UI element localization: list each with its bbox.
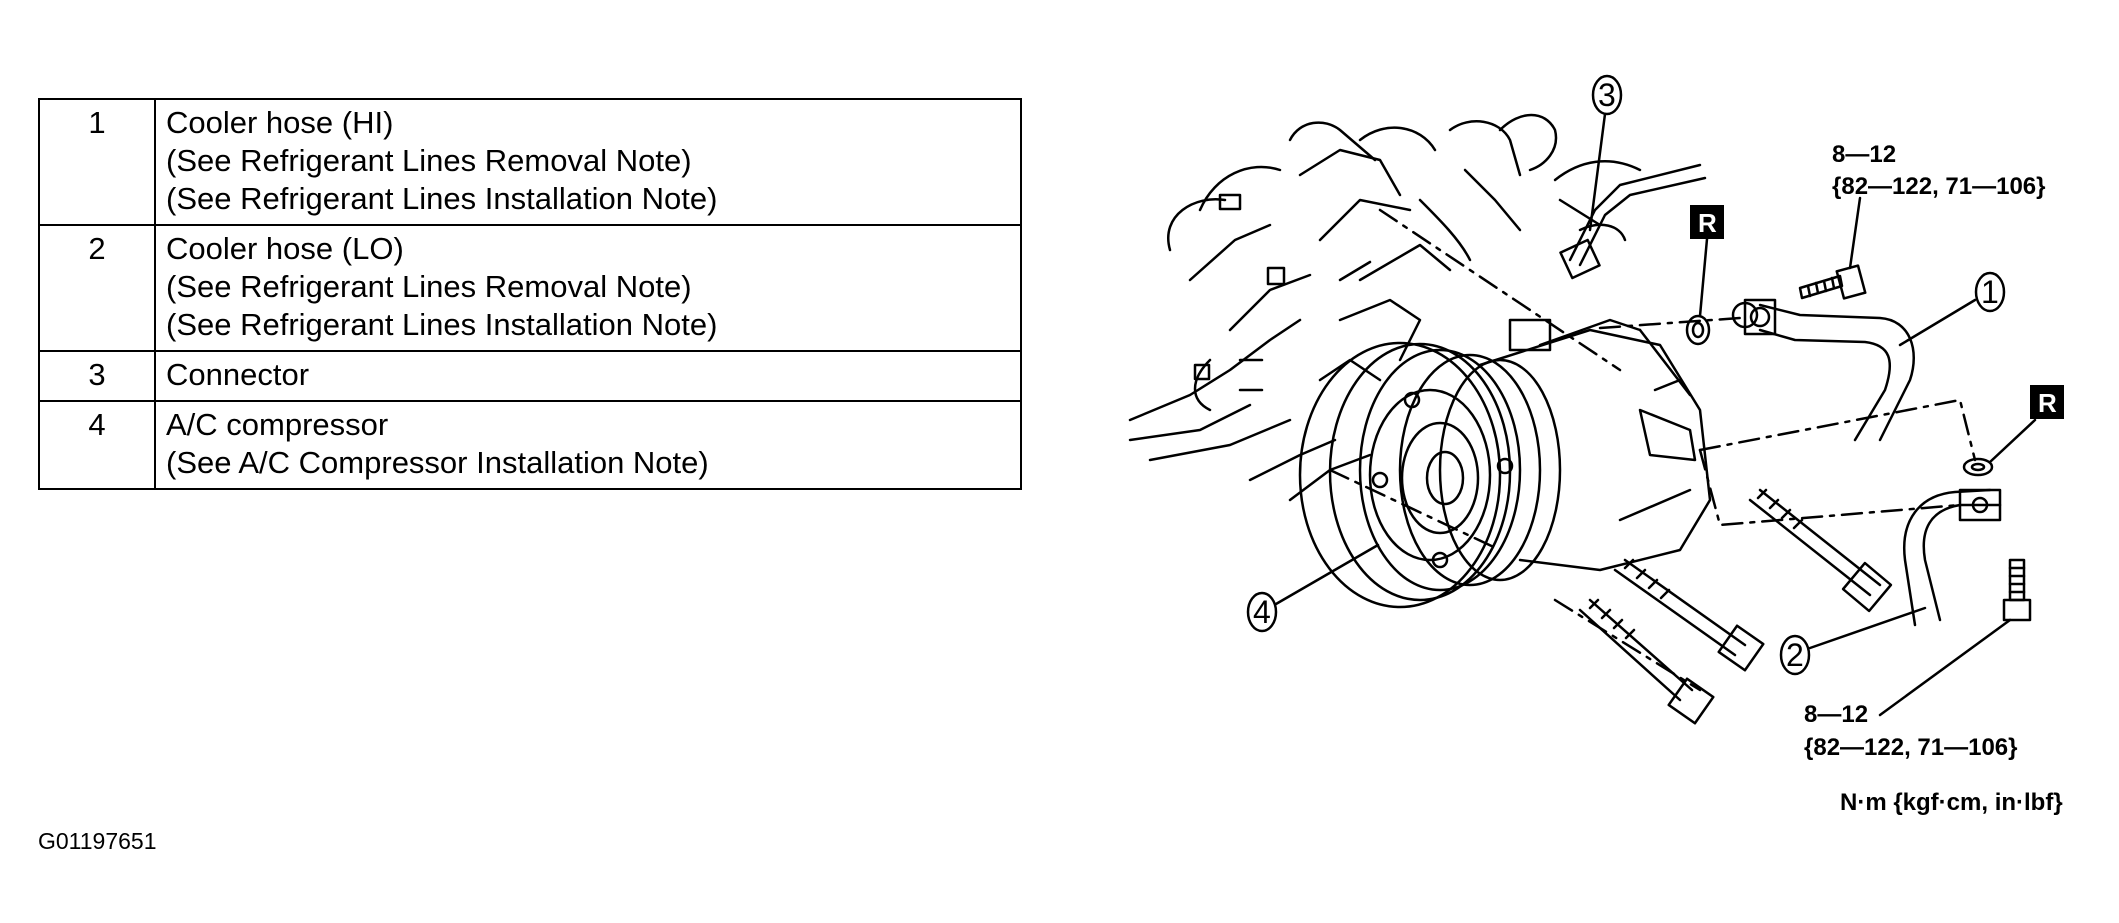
badge-label: R [1698, 208, 1717, 238]
cooler-hose-lo [1698, 398, 2002, 627]
part-description: Connector [154, 350, 1022, 402]
callout-1: 1 [1898, 271, 2006, 347]
o-ring [1962, 457, 1994, 477]
bolt [1613, 558, 1765, 672]
badge-label: R [2038, 388, 2057, 418]
part-name: Cooler hose (HI) [166, 105, 394, 140]
callout-3: 3 [1588, 74, 1623, 232]
part-note: (See Refrigerant Lines Installation Note… [166, 181, 718, 216]
torque-value: 8—12 [1832, 141, 1896, 168]
cooler-hose-hi [1598, 298, 1915, 442]
part-number: 3 [38, 350, 156, 402]
part-name: Connector [166, 357, 310, 392]
replace-badge: R [1690, 205, 1724, 318]
torque-range: {82—122, 71—106} [1832, 173, 2046, 200]
torque-value: 8—12 [1804, 701, 1868, 728]
part-description: A/C compressor (See A/C Compressor Insta… [154, 400, 1022, 490]
connector-part [1559, 163, 1707, 280]
part-name: A/C compressor [166, 407, 389, 442]
parts-table: 1 Cooler hose (HI) (See Refrigerant Line… [38, 98, 1022, 490]
compressor-pulley [1298, 341, 1562, 609]
o-ring [1685, 314, 1711, 346]
bolt [1748, 488, 1893, 613]
part-name: Cooler hose (LO) [166, 231, 404, 266]
engine-block-drawing [1128, 113, 1642, 502]
callout-label: 3 [1598, 77, 1616, 113]
part-note: (See A/C Compressor Installation Note) [166, 445, 709, 480]
part-number: 4 [38, 400, 156, 490]
alignment-line [1378, 208, 1622, 372]
bolt [1578, 598, 1715, 725]
table-row: 2 Cooler hose (LO) (See Refrigerant Line… [38, 224, 1022, 352]
bolt [1798, 264, 1867, 300]
callout-label: 1 [1981, 274, 1999, 310]
part-note: (See Refrigerant Lines Removal Note) [166, 143, 692, 178]
replace-badge: R [1988, 385, 2064, 464]
part-note: (See Refrigerant Lines Removal Note) [166, 269, 692, 304]
bolt [2002, 558, 2032, 622]
alignment-line [1553, 598, 1702, 692]
alignment-line [1328, 468, 1502, 552]
figure-id: G01197651 [38, 828, 157, 854]
callout-label: 4 [1253, 594, 1271, 630]
part-number: 1 [38, 98, 156, 226]
callout-2: 2 [1779, 606, 1927, 676]
part-description: Cooler hose (HI) (See Refrigerant Lines … [154, 98, 1022, 226]
callout-4: 4 [1246, 543, 1380, 633]
table-row: 3 Connector [38, 350, 1022, 402]
torque-units-legend: N·m {kgf·cm, in·lbf} [1840, 789, 2063, 816]
compressor-body [1478, 318, 1712, 572]
torque-spec-top: 8—12 {82—122, 71—106} [1832, 141, 2046, 270]
table-row: 4 A/C compressor (See A/C Compressor Ins… [38, 400, 1022, 490]
part-note: (See Refrigerant Lines Installation Note… [166, 307, 718, 342]
part-description: Cooler hose (LO) (See Refrigerant Lines … [154, 224, 1022, 352]
torque-range: {82—122, 71—106} [1804, 734, 2018, 761]
callout-label: 2 [1786, 637, 1804, 673]
part-number: 2 [38, 224, 156, 352]
torque-spec-bottom: 8—12 {82—122, 71—106} [1804, 618, 2018, 761]
table-row: 1 Cooler hose (HI) (See Refrigerant Line… [38, 98, 1022, 226]
